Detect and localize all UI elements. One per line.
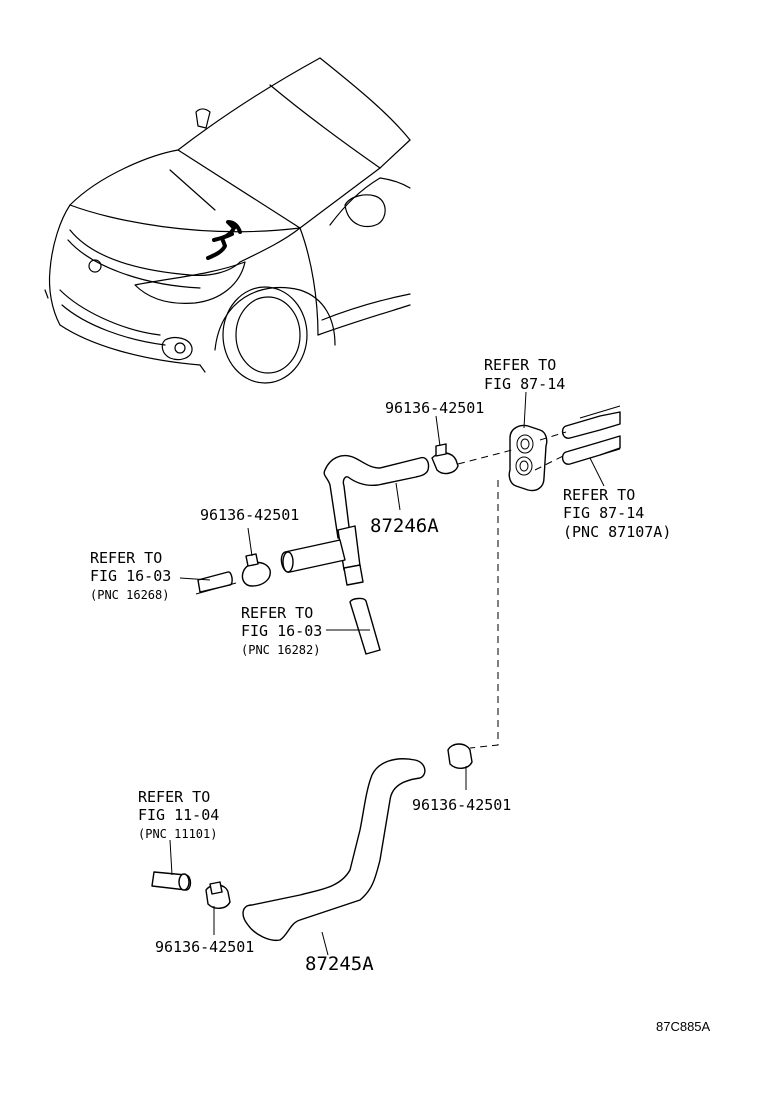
refer-line3: (PNC 87107A)	[563, 523, 671, 541]
refer-line2: FIG 87-14	[484, 375, 565, 393]
part-number-hose-upper: 87246A	[370, 515, 439, 537]
refer-line2: FIG 16-03	[241, 622, 322, 640]
refer-line2: FIG 87-14	[563, 504, 644, 522]
refer-line1: REFER TO	[90, 549, 162, 567]
refer-line3: (PNC 16268)	[90, 588, 169, 602]
hose-87246a	[241, 443, 459, 587]
label-refer-fig87-14-top: REFER TO FIG 87-14	[484, 356, 565, 393]
refer-line3: (PNC 16282)	[241, 643, 320, 657]
part-number-clamp-right: 96136-42501	[412, 796, 511, 814]
figure-code: 87C885A	[656, 1019, 711, 1034]
part-number-clamp-top: 96136-42501	[385, 399, 484, 417]
grommet-87-14	[508, 405, 621, 492]
refer-line1: REFER TO	[484, 356, 556, 374]
part-number-clamp-left: 96136-42501	[200, 506, 299, 524]
label-refer-fig16-03-mid: REFER TO FIG 16-03 (PNC 16282)	[241, 604, 322, 657]
label-refer-fig87-14-right: REFER TO FIG 87-14 (PNC 87107A)	[563, 486, 671, 541]
label-refer-fig11-04: REFER TO FIG 11-04 (PNC 11101)	[138, 788, 219, 841]
pipe-16282	[349, 597, 381, 655]
label-refer-fig16-03-left: REFER TO FIG 16-03 (PNC 16268)	[90, 549, 171, 602]
part-number-clamp-bottom: 96136-42501	[155, 938, 254, 956]
part-number-hose-lower: 87245A	[305, 953, 374, 975]
refer-line1: REFER TO	[241, 604, 313, 622]
refer-line2: FIG 16-03	[90, 567, 171, 585]
hose-87245a	[151, 743, 473, 942]
refer-line1: REFER TO	[138, 788, 210, 806]
refer-line2: FIG 11-04	[138, 806, 219, 824]
pipe-16268	[195, 571, 237, 595]
refer-line1: REFER TO	[563, 486, 635, 504]
leader-lines	[169, 391, 605, 956]
vehicle-illustration	[44, 57, 411, 384]
refer-line3: (PNC 11101)	[138, 827, 217, 841]
